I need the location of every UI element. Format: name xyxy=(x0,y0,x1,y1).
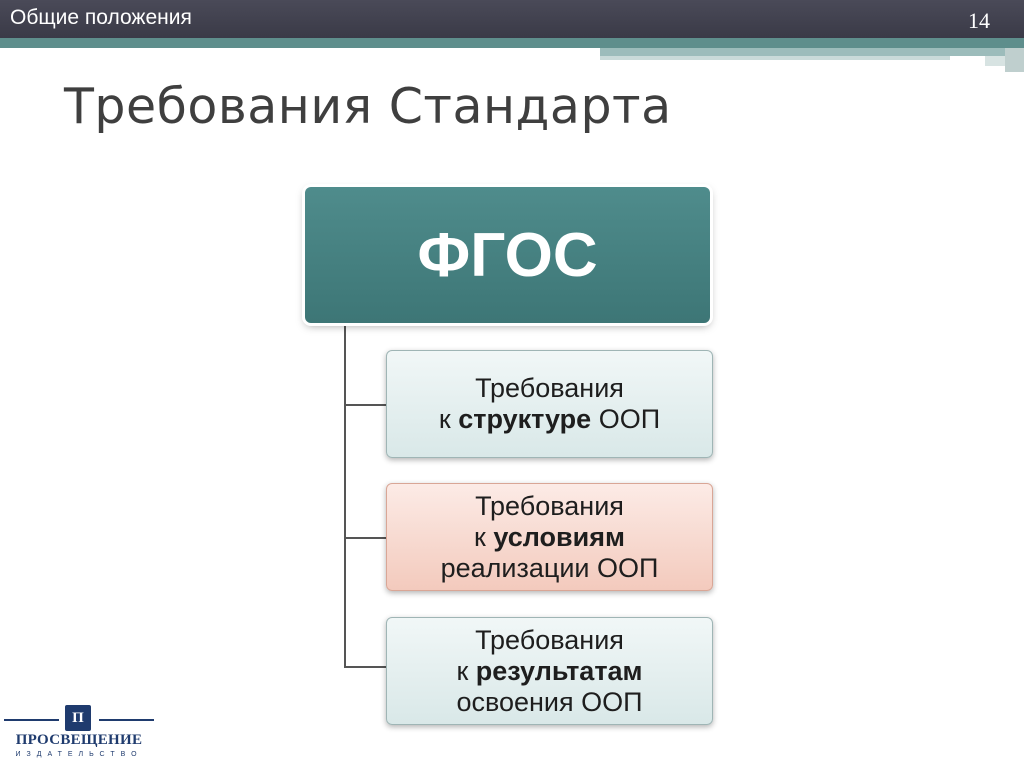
section-title: Общие положения xyxy=(10,6,192,29)
conditions-requirements-box: Требования к условиям реализации ООП xyxy=(386,483,713,591)
publisher-logo: П ПРОСВЕЩЕНИЕ ИЗДАТЕЛЬСТВО xyxy=(4,700,154,764)
slide-heading: Требования Стандарта xyxy=(64,78,672,135)
box-line-1: Требования xyxy=(475,490,624,521)
header-stripe-accent xyxy=(600,48,1024,56)
box-line-3: реализации ООП xyxy=(440,552,659,583)
header-stripe-accent-thin xyxy=(600,56,950,60)
logo-subtitle: ИЗДАТЕЛЬСТВО xyxy=(15,751,143,758)
connector-branch-2 xyxy=(344,537,386,539)
header-corner-block xyxy=(1005,48,1024,72)
top-bar: Общие положения 14 xyxy=(0,0,1024,38)
connector-branch-3 xyxy=(344,666,386,668)
structure-requirements-box: Требования к структуре ООП xyxy=(386,350,713,458)
fgos-root-box: ФГОС xyxy=(305,187,710,323)
box-emphasis: структуре xyxy=(458,404,592,434)
box-line-3: освоения ООП xyxy=(456,686,643,717)
header-corner-block-light xyxy=(985,56,1005,66)
connector-vertical xyxy=(344,323,346,668)
box-line-1: Требования xyxy=(475,624,624,655)
logo-mark-icon: П xyxy=(65,705,91,731)
box-emphasis: условиям xyxy=(493,521,625,552)
logo-name: ПРОСВЕЩЕНИЕ xyxy=(15,732,143,748)
header-stripe xyxy=(0,38,1024,48)
logo-rule-right xyxy=(99,719,154,721)
connector-branch-1 xyxy=(344,404,386,406)
box-line-2: к результатам xyxy=(456,655,643,686)
box-line-2: к условиям xyxy=(474,521,625,552)
logo-rule-left xyxy=(4,719,59,721)
box-emphasis: результатам xyxy=(475,655,643,686)
slide-number: 14 xyxy=(968,8,990,33)
box-line-2: к структуре ООП xyxy=(438,404,661,434)
box-line-1: Требования xyxy=(475,373,624,403)
results-requirements-box: Требования к результатам освоения ООП xyxy=(386,617,713,725)
